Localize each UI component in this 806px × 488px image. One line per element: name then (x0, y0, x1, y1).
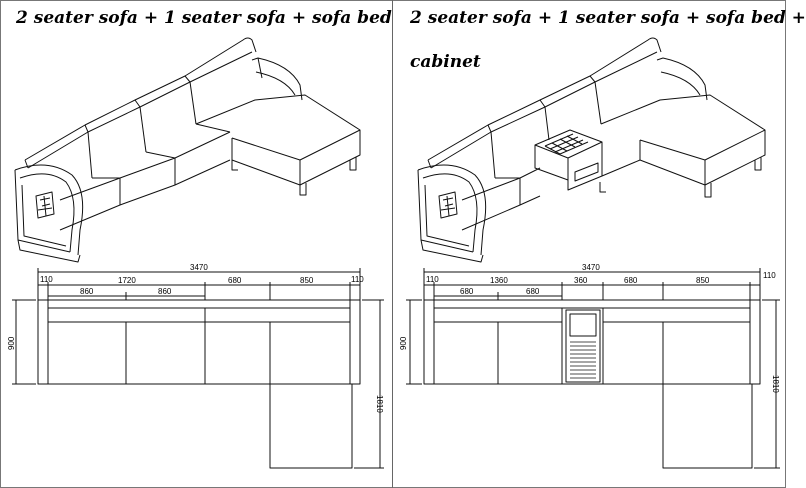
right-dim-total: 3470 (582, 263, 600, 272)
right-dim-depth: 900 (399, 336, 408, 350)
left-dim-arm-right: 110 (351, 275, 364, 284)
right-dim-span-cab: 360 (574, 276, 588, 285)
left-dim-span-a: 1720 (118, 276, 136, 285)
right-plan-view (406, 268, 780, 469)
left-dim-total: 3470 (190, 263, 208, 272)
right-dim-span-a: 1360 (490, 276, 508, 285)
left-dim-span-c: 850 (300, 276, 314, 285)
right-dim-bed-length: 1810 (771, 375, 780, 393)
right-dim-seat2: 680 (526, 287, 540, 296)
right-title-line1: 2 seater sofa + 1 seater sofa + sofa bed… (410, 8, 806, 28)
left-dim-arm-left: 110 (40, 275, 53, 284)
left-sofa-isometric (14, 37, 361, 263)
right-dim-arm-right: 110 (763, 271, 776, 280)
left-title: 2 seater sofa + 1 seater sofa + sofa bed (16, 8, 392, 28)
left-dim-seat1: 860 (80, 287, 94, 296)
right-dim-span-b: 680 (624, 276, 638, 285)
right-title-line2: cabinet (410, 52, 481, 72)
right-dim-seat1: 680 (460, 287, 474, 296)
left-dim-seat2: 860 (158, 287, 172, 296)
left-dim-depth: 900 (7, 336, 16, 350)
right-dim-arm-left: 110 (426, 275, 439, 284)
left-dimension-labels: 3470 110 1720 680 850 110 860 860 900 18… (7, 263, 384, 413)
drawings: 3470 110 1720 680 850 110 860 860 900 18… (7, 37, 780, 469)
panel-divider (392, 0, 393, 488)
right-dim-span-c: 850 (696, 276, 710, 285)
right-dimension-labels: 3470 110 1360 360 680 850 110 680 680 90… (399, 263, 780, 393)
left-dim-bed-length: 1810 (375, 395, 384, 413)
right-sofa-isometric (417, 37, 766, 263)
left-dim-span-b: 680 (228, 276, 242, 285)
left-plan-view (12, 268, 384, 469)
